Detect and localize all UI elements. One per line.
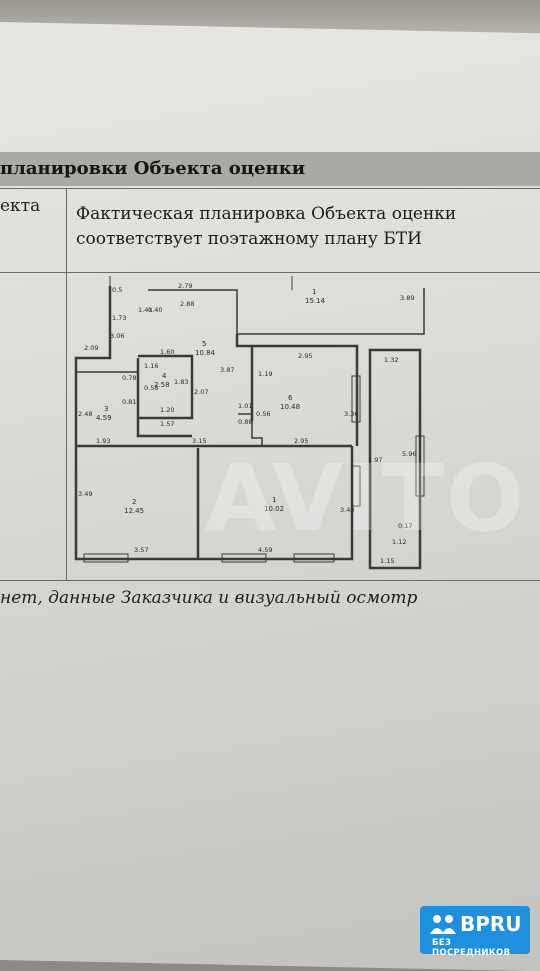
dimension-label: 1.15 — [380, 557, 394, 565]
dimension-label: 0.40 — [148, 306, 162, 314]
dimension-label: 0.88 — [238, 418, 252, 426]
people-icon — [430, 915, 456, 934]
dimension-label: 1.57 — [160, 420, 174, 428]
dimension-label: 1.01 — [238, 402, 252, 410]
room-number: 2 — [132, 498, 136, 506]
badge-subtitle: БЕЗ ПОСРЕДНИКОВ — [432, 938, 511, 958]
dimension-label: 3.87 — [220, 366, 234, 374]
room-area: 15.14 — [305, 297, 326, 305]
dimension-label: 0.58 — [144, 384, 158, 392]
room-area: 10.02 — [264, 505, 284, 513]
dimension-label: 1.16 — [144, 362, 158, 370]
dimension-label: 1.73 — [112, 314, 126, 322]
dimension-label: 1.83 — [174, 378, 188, 386]
dimension-label: 3.89 — [400, 294, 414, 302]
room-number: 3 — [104, 405, 108, 413]
dimension-label: 1.41 — [138, 306, 152, 314]
dimension-label: 3.15 — [192, 437, 206, 445]
window-marker — [415, 435, 425, 497]
dimension-label: 2.79 — [178, 282, 192, 290]
dimension-label: 0.56 — [256, 410, 270, 418]
room-number: 1 — [312, 288, 316, 296]
dimension-label: 3.06 — [110, 332, 124, 340]
room-number: 4 — [162, 372, 167, 380]
dimension-label: 2.88 — [180, 300, 194, 308]
dimension-label: 2.48 — [78, 410, 92, 418]
dimension-label: 0.17 — [398, 522, 412, 530]
room-area: 4.59 — [96, 414, 112, 422]
watermark: AVITO — [205, 445, 527, 552]
bpru-badge[interactable]: BPRU БЕЗ ПОСРЕДНИКОВ — [420, 906, 530, 958]
footnote: нет, данные Заказчика и визуальный осмот… — [0, 588, 418, 608]
dimension-label: 1.93 — [96, 437, 110, 445]
table-column-divider — [66, 188, 67, 580]
room-area: 10.84 — [195, 349, 216, 357]
dimension-label: 1.12 — [392, 538, 406, 546]
window-marker — [293, 553, 335, 563]
badge-name: BPRU — [460, 912, 522, 936]
window-marker — [351, 375, 361, 423]
room-area: 10.48 — [280, 403, 300, 411]
dimension-label: 1.60 — [160, 348, 174, 356]
room-number: 1 — [272, 496, 276, 504]
dimension-label: 1.19 — [258, 370, 272, 378]
dimension-label: 1.97 — [368, 456, 382, 464]
dimension-label: 2.95 — [294, 437, 308, 445]
row-value-line1: Фактическая планировка Объекта оценки — [76, 204, 457, 224]
room-number: 6 — [288, 394, 293, 402]
dimension-label: 3.49 — [340, 506, 354, 514]
dimension-label: 1.20 — [160, 406, 174, 414]
table-border — [0, 580, 540, 581]
section-header: планировки Объекта оценки — [0, 158, 306, 179]
window-marker — [351, 465, 361, 507]
window-marker — [221, 553, 267, 563]
table-border — [0, 272, 540, 273]
dimension-label: 1.32 — [384, 356, 398, 364]
dimension-label: 2.07 — [194, 388, 208, 396]
dimension-label: 0.5 — [112, 286, 122, 294]
row-value-line2: соответствует поэтажному плану БТИ — [76, 229, 422, 249]
section-header-bar — [0, 152, 540, 186]
table-border — [0, 188, 540, 189]
room-area: 12.45 — [124, 507, 144, 515]
dimension-label: 3.49 — [78, 490, 92, 498]
dimension-label: 3.36 — [344, 410, 358, 418]
dimension-label: 2.95 — [298, 352, 312, 360]
dimension-label: 0.78 — [122, 374, 136, 382]
dimension-label: 5.96 — [402, 450, 416, 458]
window-marker — [83, 553, 129, 563]
dimension-label: 2.09 — [84, 344, 98, 352]
dimension-label: 4.59 — [258, 546, 272, 554]
row-label: екта — [0, 196, 41, 216]
floor-plan: 1 15.14 2 12.45 1 10.02 4 2.58 5 10.84 6… — [74, 276, 425, 570]
row-value: Фактическая планировка Объекта оценки со… — [76, 202, 526, 252]
dimension-label: 3.57 — [134, 546, 148, 554]
room-area: 2.58 — [154, 381, 170, 389]
room-number: 5 — [202, 340, 206, 348]
dimension-label: 0.81 — [122, 398, 136, 406]
